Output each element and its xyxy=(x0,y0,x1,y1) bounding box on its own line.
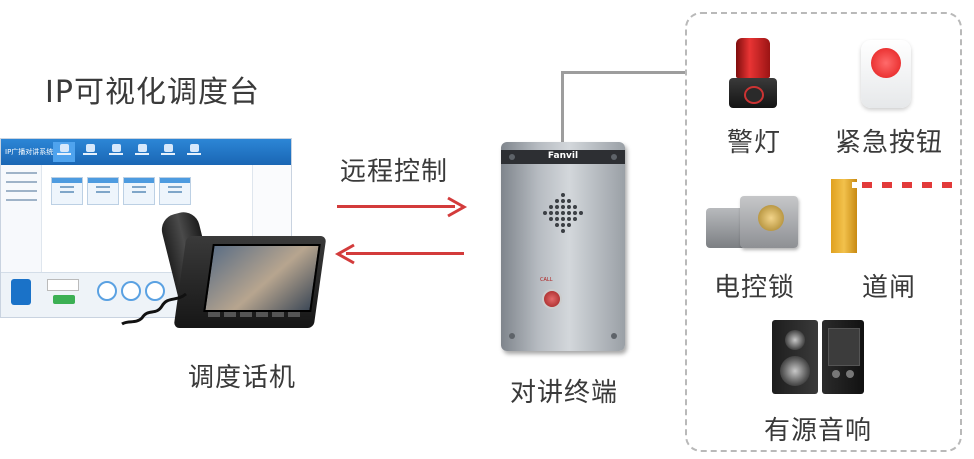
platform-title: IP可视化调度台 xyxy=(45,75,260,110)
speaker-icon xyxy=(772,320,818,394)
call-button[interactable] xyxy=(53,295,75,304)
alarm-light-lens xyxy=(744,86,764,104)
speaker-back-icon xyxy=(822,320,864,394)
intercom-label: 对讲终端 xyxy=(510,378,619,408)
intercom-icon[interactable] xyxy=(97,281,117,301)
arrow-left xyxy=(346,252,464,255)
barrier-gate-arm xyxy=(852,182,952,188)
terminal-card[interactable] xyxy=(123,177,155,205)
broadcast-icon[interactable] xyxy=(145,281,165,301)
emergency-button-red xyxy=(871,48,901,78)
barrier-gate-icon xyxy=(831,179,857,253)
remote-control-label: 远程控制 xyxy=(340,157,449,187)
alarm-light-icon xyxy=(736,38,770,78)
devices-group xyxy=(685,12,962,452)
arrow-right xyxy=(337,205,455,208)
terminal-card[interactable] xyxy=(159,177,191,205)
arrow-left-head xyxy=(334,243,355,265)
call-button-intercom[interactable] xyxy=(542,289,562,309)
tab-4[interactable] xyxy=(131,142,153,162)
terminal-card[interactable] xyxy=(51,177,83,205)
connection-wire-horizontal xyxy=(561,71,686,74)
tab-6[interactable] xyxy=(183,142,205,162)
active-speaker-label: 有源音响 xyxy=(764,416,873,446)
tab-3[interactable] xyxy=(105,142,127,162)
call-text: CALL xyxy=(540,277,553,283)
dispatch-phone-screen xyxy=(203,244,321,312)
electric-lock-label: 电控锁 xyxy=(714,273,796,303)
electric-lock-plate xyxy=(706,208,746,248)
software-header: IP广播对讲系统 xyxy=(1,139,291,165)
monitor-icon[interactable] xyxy=(121,281,141,301)
connection-wire-vertical xyxy=(561,71,564,143)
intercom-brand: Fanvil xyxy=(547,151,579,161)
tab-5[interactable] xyxy=(157,142,179,162)
tab-2[interactable] xyxy=(79,142,101,162)
emergency-button-label: 紧急按钮 xyxy=(835,128,944,158)
speaker-grille xyxy=(543,193,583,233)
dial-input[interactable] xyxy=(47,279,79,291)
software-title: IP广播对讲系统 xyxy=(5,148,54,156)
electric-lock-cylinder xyxy=(758,205,784,231)
dispatch-phone-label: 调度话机 xyxy=(188,363,297,393)
phone-icon[interactable] xyxy=(11,279,31,305)
barrier-gate-label: 道闸 xyxy=(862,273,917,303)
phone-cord xyxy=(121,292,187,326)
warning-light-label: 警灯 xyxy=(727,128,782,158)
arrow-right-head xyxy=(447,196,468,218)
terminal-card[interactable] xyxy=(87,177,119,205)
intercom-terminal: Fanvil CALL xyxy=(501,142,625,351)
tab-1[interactable] xyxy=(53,142,75,162)
phone-keypad xyxy=(208,312,300,317)
